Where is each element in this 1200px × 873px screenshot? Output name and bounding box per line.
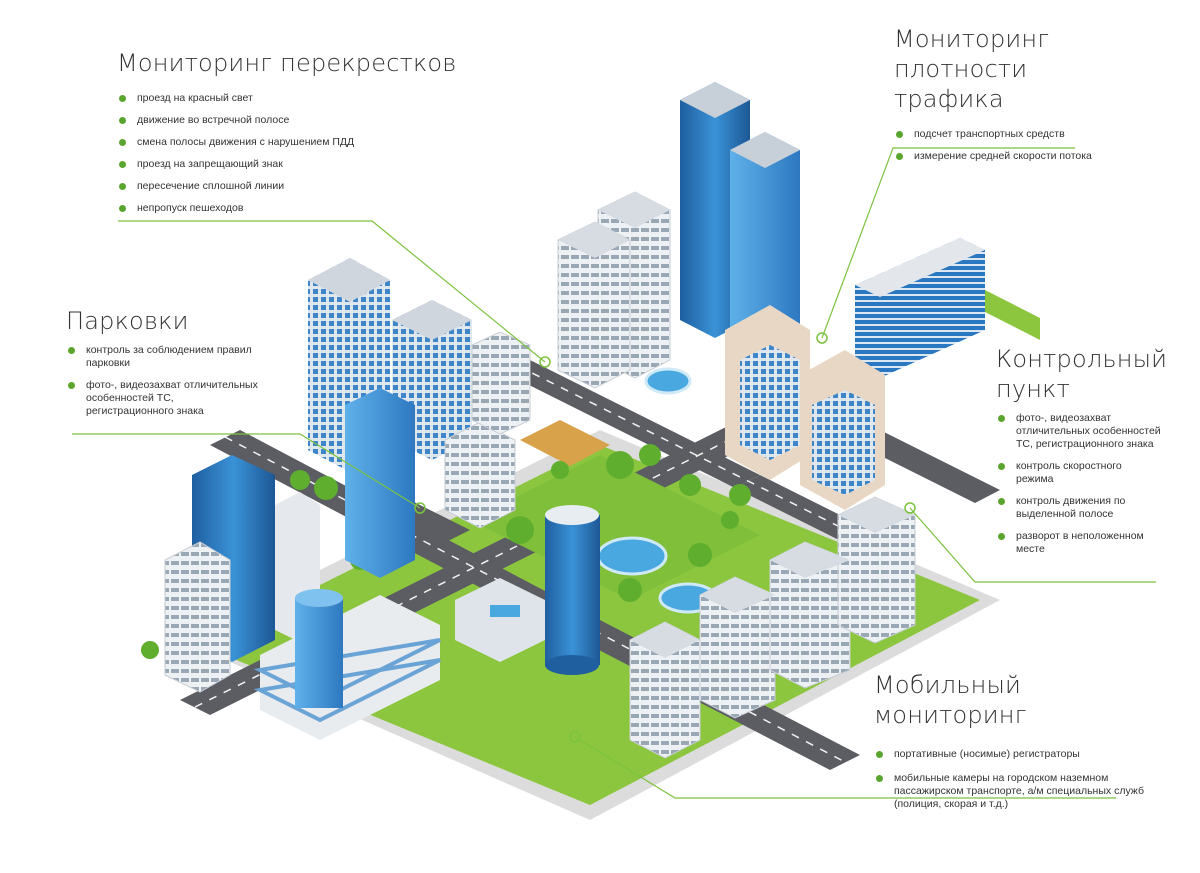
list-item: смена полосы движения с нарушением ПДД — [117, 136, 457, 149]
section-traffic-density: Мониторинг плотности трафика подсчет тра… — [894, 24, 1184, 172]
list-item: проезд на запрещающий знак — [117, 158, 457, 171]
list-item: движение во встречной полосе — [117, 114, 457, 127]
feature-list: проезд на красный свет движение во встре… — [117, 92, 457, 215]
title-line-1: Контрольный — [996, 345, 1168, 373]
section-title: Контрольный пункт — [996, 344, 1186, 404]
title-line-1: Мониторинг плотности — [894, 25, 1050, 83]
list-item: пересечение сплошной линии — [117, 180, 457, 193]
feature-list: фото-, видеозахват отличительных особенн… — [996, 412, 1186, 556]
list-item: непропуск пешеходов — [117, 202, 457, 215]
list-item: подсчет транспортных средств — [894, 128, 1184, 141]
list-item: проезд на красный свет — [117, 92, 457, 105]
section-mobile-monitoring: Мобильный мониторинг портативные (носимы… — [874, 670, 1174, 822]
feature-list: портативные (носимые) регистраторы мобил… — [874, 748, 1174, 811]
front-right-blocks — [629, 496, 916, 759]
list-item: контроль за соблюдением правил парковки — [66, 344, 256, 370]
leader-lines — [72, 147, 1156, 799]
white-midrise-center — [444, 331, 531, 529]
title-line-2: пункт — [996, 375, 1071, 403]
list-item: разворот в неположенном месте — [996, 530, 1156, 556]
section-checkpoint: Контрольный пункт фото-, видеозахват отл… — [996, 344, 1186, 565]
section-title: Мониторинг перекрестков — [117, 49, 457, 77]
list-item: фото-, видеозахват отличительных особенн… — [996, 412, 1166, 451]
white-buildings-back — [557, 191, 671, 389]
list-item: контроль скоростного режима — [996, 460, 1146, 486]
list-item: контроль движения по выделенной полосе — [996, 495, 1156, 521]
towers-left — [164, 258, 472, 693]
list-item: измерение средней скорости потока — [894, 150, 1184, 163]
section-title: Мониторинг плотности трафика — [894, 24, 1184, 114]
section-title: Мобильный мониторинг — [874, 671, 1027, 729]
central-cylinder-tower — [545, 505, 600, 675]
feature-list: контроль за соблюдением правил парковки … — [66, 344, 286, 418]
list-item: портативные (носимые) регистраторы — [874, 748, 1174, 761]
section-intersections: Мониторинг перекрестков проезд на красны… — [117, 48, 457, 224]
list-item: фото-, видеозахват отличительных особенн… — [66, 379, 261, 418]
front-left-complex — [253, 578, 545, 740]
office-right — [855, 238, 1040, 378]
section-title: Парковки — [66, 307, 189, 335]
beige-towers — [725, 305, 885, 510]
title-line-2: трафика — [894, 85, 1004, 113]
section-parking: Парковки контроль за соблюдением правил … — [66, 306, 286, 427]
feature-list: подсчет транспортных средств измерение с… — [894, 128, 1184, 163]
tower-tall-back — [680, 82, 800, 348]
list-item: мобильные камеры на городском наземном п… — [874, 772, 1144, 811]
